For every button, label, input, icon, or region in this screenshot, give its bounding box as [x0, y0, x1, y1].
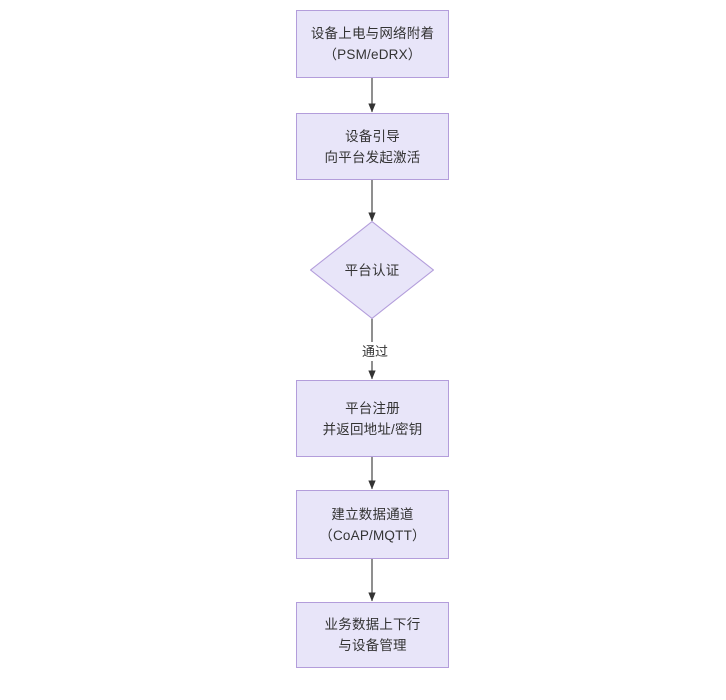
node-label-line2: （CoAP/MQTT）	[319, 527, 426, 543]
node-device-bootstrap[interactable]: 设备引导 向平台发起激活	[296, 113, 449, 180]
edge-label-text: 通过	[361, 344, 388, 359]
node-business-data[interactable]: 业务数据上下行 与设备管理	[296, 602, 449, 668]
node-label-line1: 建立数据通道	[331, 506, 414, 522]
node-label-line1: 业务数据上下行	[324, 617, 421, 632]
node-label-line1: 设备上电与网络附着	[310, 26, 435, 41]
node-label-line1: 平台注册	[345, 400, 400, 416]
node-platform-auth[interactable]: 平台认证	[310, 221, 434, 319]
edge-label-pass: 通过	[355, 342, 395, 361]
node-label-line2: 向平台发起激活	[324, 149, 421, 165]
node-label-line1: 设备引导	[345, 128, 400, 144]
diamond-shape	[310, 221, 434, 319]
node-data-channel[interactable]: 建立数据通道 （CoAP/MQTT）	[296, 490, 449, 559]
node-device-power-on[interactable]: 设备上电与网络附着 （PSM/eDRX）	[296, 10, 449, 78]
node-platform-register[interactable]: 平台注册 并返回地址/密钥	[296, 380, 449, 457]
node-label-line2: （PSM/eDRX）	[323, 47, 422, 62]
node-label-line2: 与设备管理	[338, 638, 407, 653]
node-label-line2: 并返回地址/密钥	[322, 421, 423, 437]
